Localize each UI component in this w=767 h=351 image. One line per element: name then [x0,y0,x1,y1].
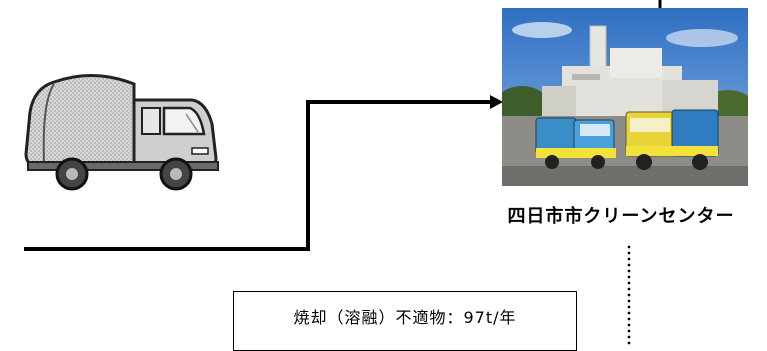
facility-name-label: 四日市市クリーンセンター [507,206,735,227]
unsuitable-waste-box: 焼却（溶融）不適物：97t/年 [233,291,577,351]
arrow-head-icon [490,95,503,109]
unsuitable-waste-text: 焼却（溶融）不適物：97t/年 [293,308,517,327]
dotted-connector [627,244,631,346]
facility-photo [502,8,748,186]
garbage-truck-icon [14,62,226,194]
